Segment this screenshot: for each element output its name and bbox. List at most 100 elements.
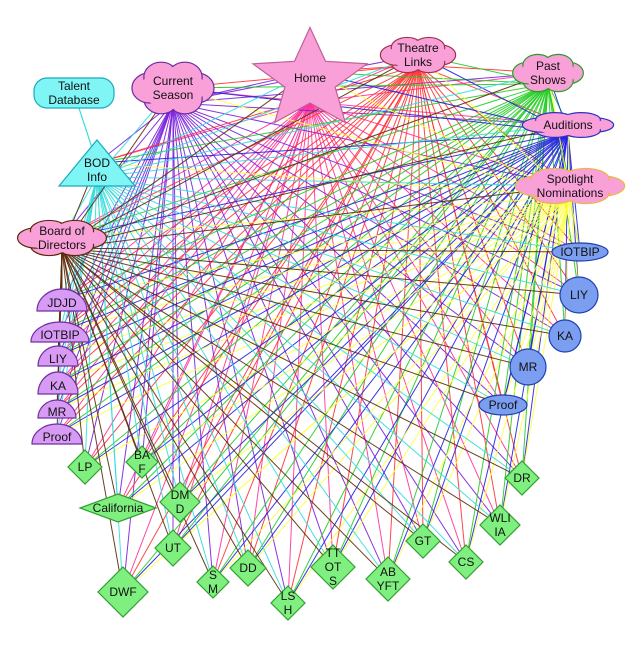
node-r-mr[interactable] [509, 348, 547, 386]
link-theatre_links-lp [84, 64, 419, 468]
node-dr[interactable] [504, 460, 540, 496]
link-bod_info-spotlight_nominations [96, 176, 571, 187]
link-auditions-current_season [172, 87, 569, 133]
link-auditions-l_liy [57, 131, 569, 357]
link-spotlight_nominations-r_ka [564, 196, 571, 337]
link-past_shows-l_proof [56, 83, 549, 435]
link-home-dwf [122, 101, 311, 593]
link-bod_info-baf [96, 176, 143, 463]
link-theatre_links-cs [417, 65, 467, 563]
link-auditions-l_proof [56, 131, 569, 435]
link-auditions-baf [141, 131, 569, 463]
node-theatre-links[interactable] [379, 36, 457, 74]
link-spotlight_nominations-l_jdjd [61, 195, 571, 301]
node-l-iotbip[interactable] [30, 321, 90, 343]
link-spotlight_nominations-gt [422, 196, 571, 542]
link-current_season-ttots [172, 102, 334, 568]
node-ttots[interactable] [310, 544, 356, 590]
link-board_of_directors-ttots [61, 247, 334, 568]
link-board_of_directors-dd [61, 247, 249, 569]
node-l-jdjd[interactable] [36, 288, 88, 312]
link-board_of_directors-sm [61, 247, 214, 583]
link-board_of_directors-r_mr [61, 247, 529, 368]
link-home-l_ka [57, 101, 311, 384]
link-theatre_links-gt [417, 65, 424, 542]
node-l-proof[interactable] [31, 423, 83, 445]
link-board_of_directors-cs [61, 247, 467, 563]
link-spotlight_nominations-sm [212, 195, 571, 583]
node-baf[interactable] [125, 445, 159, 479]
node-lsh[interactable] [270, 585, 306, 621]
link-current_season-lp [84, 102, 174, 468]
node-board-of-directors[interactable] [16, 219, 108, 257]
link-auditions-board_of_directors [61, 131, 569, 239]
node-spotlight-nominations[interactable] [514, 167, 626, 205]
node-dd[interactable] [229, 549, 267, 587]
node-bod-info[interactable] [57, 139, 137, 187]
link-spotlight_nominations-l_iotbip [59, 195, 571, 333]
node-wliia[interactable] [479, 504, 521, 546]
link-board_of_directors-theatre_links [61, 54, 419, 249]
node-sm[interactable] [196, 565, 230, 599]
link-board_of_directors-auditions [61, 124, 569, 249]
link-home-cs [309, 101, 467, 563]
node-current-season[interactable] [131, 61, 215, 115]
link-current_season-wliia [172, 102, 501, 526]
node-home[interactable] [251, 26, 369, 124]
node-r-proof[interactable] [478, 394, 528, 416]
link-past_shows-l_jdjd [61, 83, 549, 301]
node-dwf[interactable] [97, 566, 149, 618]
link-auditions-dwf [122, 131, 569, 593]
node-r-ka[interactable] [548, 319, 582, 353]
link-bod_info-home [96, 71, 311, 178]
link-bod_info-past_shows [96, 72, 549, 178]
link-spotlight_nominations-dd [247, 195, 571, 569]
node-l-ka[interactable] [37, 371, 79, 395]
link-home-lsh [287, 101, 311, 604]
link-bod_info-r_mr [96, 176, 529, 368]
link-board_of_directors-r_ka [61, 247, 566, 337]
link-auditions-dd [247, 131, 569, 569]
link-current_season-dr [172, 102, 523, 479]
node-lp[interactable] [67, 449, 103, 485]
link-bod_info-r_proof [96, 176, 504, 406]
node-abyft[interactable] [365, 556, 411, 602]
link-past_shows-abyft [387, 83, 549, 580]
link-theatre_links-l_mr [56, 64, 419, 410]
node-r-iotbip[interactable] [551, 242, 609, 262]
link-theatre_links-abyft [387, 65, 419, 580]
link-spotlight_nominations-dwf [122, 195, 571, 593]
link-home-r_liy [309, 101, 580, 296]
link-theatre_links-bod_info [96, 64, 419, 164]
link-past_shows-sm [212, 83, 549, 583]
link-spotlight_nominations-dmd [179, 195, 571, 503]
node-dmd[interactable] [159, 481, 201, 523]
link-board_of_directors-r_iotbip [61, 247, 581, 253]
node-l-mr[interactable] [37, 399, 77, 419]
link-home-dmd [179, 101, 311, 503]
node-california[interactable] [78, 493, 158, 523]
link-past_shows-l_ka [57, 83, 549, 384]
node-l-liy[interactable] [37, 345, 79, 367]
node-past-shows[interactable] [512, 53, 584, 93]
link-spotlight_nominations-ttots [332, 195, 571, 568]
link-spotlight_nominations-r_mr [527, 196, 571, 368]
node-talent-database[interactable] [33, 77, 115, 109]
link-theatre_links-california [117, 64, 419, 509]
link-board_of_directors-gt [61, 247, 424, 542]
node-gt[interactable] [405, 523, 441, 559]
link-board_of_directors-home [61, 71, 311, 249]
link-current_season-past_shows [172, 72, 549, 104]
node-ut[interactable] [154, 529, 192, 567]
link-home-l_iotbip [59, 101, 311, 333]
link-theatre_links-dd [247, 65, 419, 569]
link-auditions-l_iotbip [59, 131, 569, 333]
node-r-liy[interactable] [559, 276, 599, 314]
link-past_shows-dmd [179, 83, 549, 503]
node-auditions[interactable] [521, 112, 615, 138]
link-home-lp [84, 101, 311, 468]
link-board_of_directors-wliia [61, 247, 501, 526]
node-cs[interactable] [448, 544, 484, 580]
link-current_season-dmd [172, 102, 181, 503]
